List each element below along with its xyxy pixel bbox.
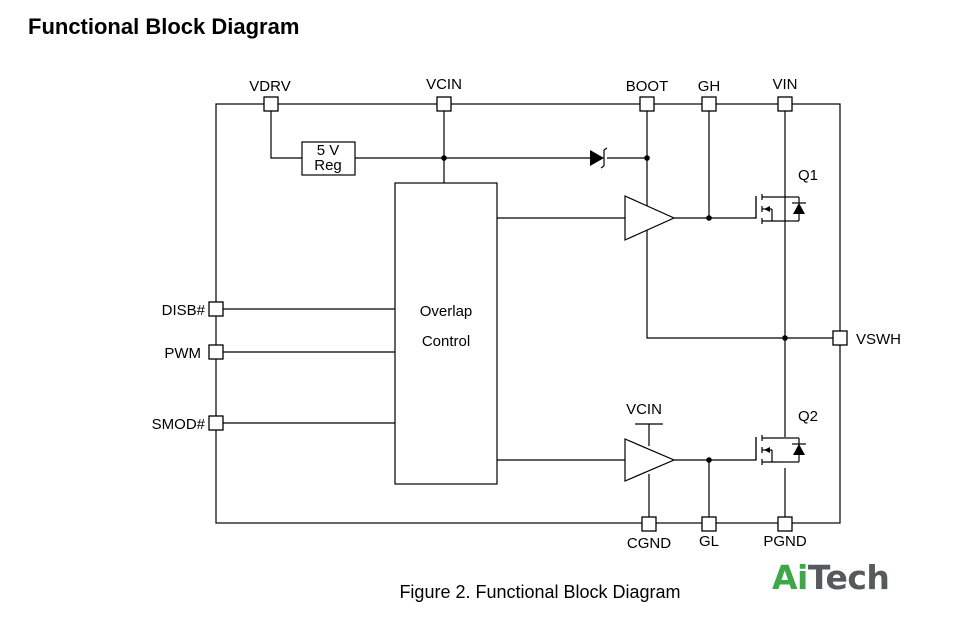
pin-cgnd <box>641 516 657 532</box>
overlap-control-block <box>394 182 498 485</box>
overlap-control-label-line2: Control <box>422 333 470 350</box>
logo-part-ai: Ai <box>772 558 808 597</box>
pin-label-vcin: VCIN <box>426 76 462 93</box>
pin-pwm <box>208 344 224 360</box>
q1-mosfet <box>755 194 806 227</box>
wire-vdrv-to-reg <box>270 111 302 159</box>
pin-label-vswh: VSWH <box>856 331 901 348</box>
logo-part-tech: Tech <box>807 558 890 597</box>
pin-vin <box>777 96 793 112</box>
pin-vdrv <box>263 96 279 112</box>
bootstrap-diode <box>590 147 608 169</box>
regulator-label-line1: 5 V <box>317 142 340 159</box>
pin-label-pwm: PWM <box>164 345 201 362</box>
junction-dot <box>644 155 650 161</box>
aitech-logo: AiTech <box>772 558 890 597</box>
pin-vcin <box>436 96 452 112</box>
pin-boot <box>639 96 655 112</box>
pin-label-gh: GH <box>698 78 721 95</box>
figure-caption: Figure 2. Functional Block Diagram <box>399 582 681 602</box>
pin-label-pgnd: PGND <box>763 533 807 550</box>
regulator-label-line2: Reg <box>314 157 342 174</box>
low-side-driver <box>624 438 676 482</box>
regulator-block <box>301 141 356 176</box>
pin-label-boot: BOOT <box>626 78 669 95</box>
pin-disb <box>208 301 224 317</box>
pin-gh <box>701 96 717 112</box>
pin-label-disb: DISB# <box>162 302 206 319</box>
overlap-control-label-line1: Overlap <box>420 303 473 320</box>
pin-label-vdrv: VDRV <box>249 78 290 95</box>
junction-dot <box>706 215 712 221</box>
q2-label: Q2 <box>798 408 818 425</box>
wire-low-driver-to-q2 <box>674 437 757 461</box>
junction-dot <box>782 335 788 341</box>
high-side-driver <box>624 195 676 241</box>
pin-label-smod: SMOD# <box>152 416 206 433</box>
page-title: Functional Block Diagram <box>28 14 300 39</box>
pin-label-vin: VIN <box>772 76 797 93</box>
junction-dot <box>441 155 447 161</box>
pin-label-cgnd: CGND <box>627 535 671 552</box>
pin-gl <box>701 516 717 532</box>
junction-dot <box>706 457 712 463</box>
pin-pgnd <box>777 516 793 532</box>
q2-mosfet <box>755 435 806 465</box>
pin-vswh <box>832 330 848 346</box>
wire-high-driver-to-q1 <box>674 196 757 219</box>
pin-label-gl: GL <box>699 533 719 550</box>
q1-label: Q1 <box>798 167 818 184</box>
pin-smod <box>208 415 224 431</box>
wire-boot-rail <box>646 111 833 339</box>
low-driver-supply-label: VCIN <box>626 401 662 418</box>
